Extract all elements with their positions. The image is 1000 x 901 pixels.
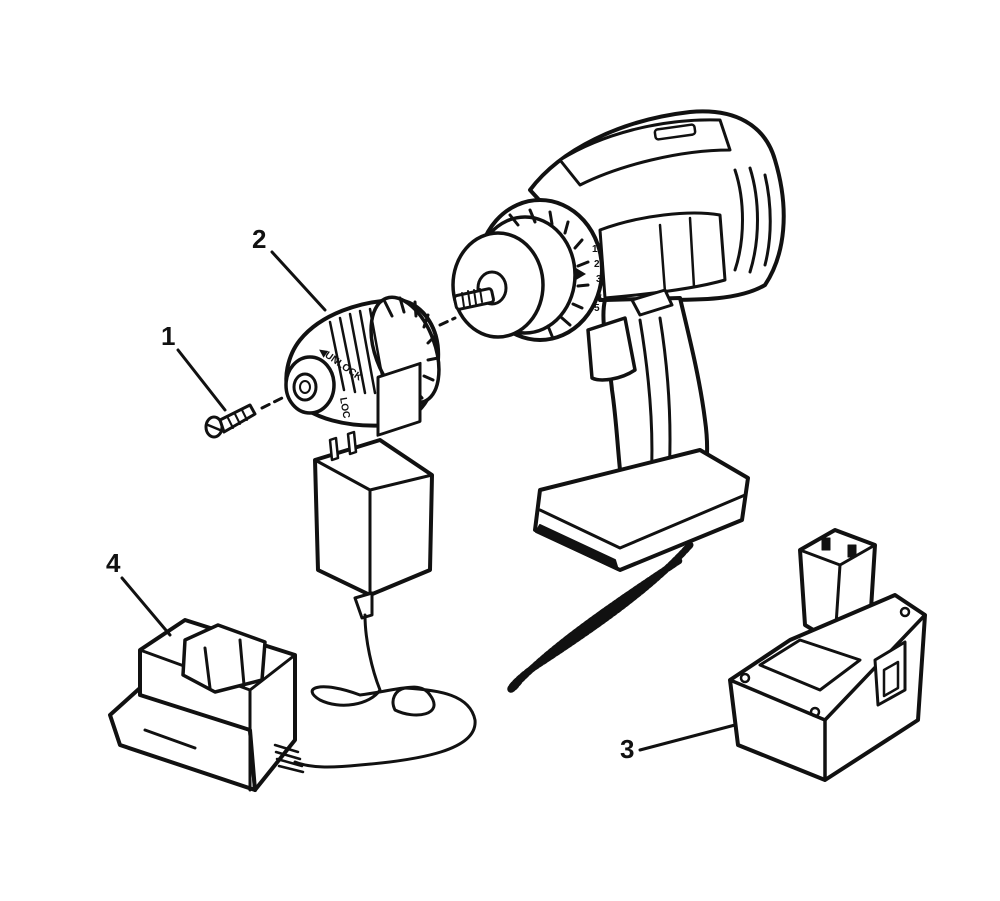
clutch-indicator-icon	[576, 268, 586, 280]
adapter-cord	[293, 613, 477, 769]
chuck-screw	[204, 403, 257, 439]
clutch-setting-1: 1	[592, 244, 598, 255]
spindle-shaft	[453, 287, 495, 311]
ac-adapter	[313, 361, 434, 620]
callout-leader-1	[176, 348, 227, 412]
clutch-setting-5: 5	[594, 303, 600, 314]
callout-number-2: 2	[252, 224, 266, 254]
clutch-setting-3: 3	[596, 274, 602, 285]
callout-number-3: 3	[620, 734, 634, 764]
callout-leader-2	[270, 250, 327, 312]
callout-2: 2	[252, 224, 327, 312]
drill-body	[451, 109, 786, 572]
keyless-chuck: ◀UNLOCK LOC	[284, 295, 441, 428]
clutch-scale: 1 2 3 4 5	[592, 244, 602, 314]
callout-number-1: 1	[161, 321, 175, 351]
chuck-lock-label: LOC	[337, 397, 351, 420]
battery-charger	[108, 618, 305, 792]
battery-pack	[728, 528, 927, 782]
clutch-setting-2: 2	[594, 259, 600, 270]
callout-leader-4	[120, 576, 172, 637]
callout-number-4: 4	[106, 548, 121, 578]
callout-leader-3	[638, 723, 737, 752]
callout-1: 1	[161, 321, 227, 412]
callout-3: 3	[620, 723, 737, 764]
screw-alignment-line	[260, 396, 284, 410]
clutch-setting-4: 4	[596, 289, 602, 300]
wrist-strap	[507, 541, 694, 693]
callout-4: 4	[106, 548, 172, 637]
chuck-alignment-line	[438, 316, 457, 327]
